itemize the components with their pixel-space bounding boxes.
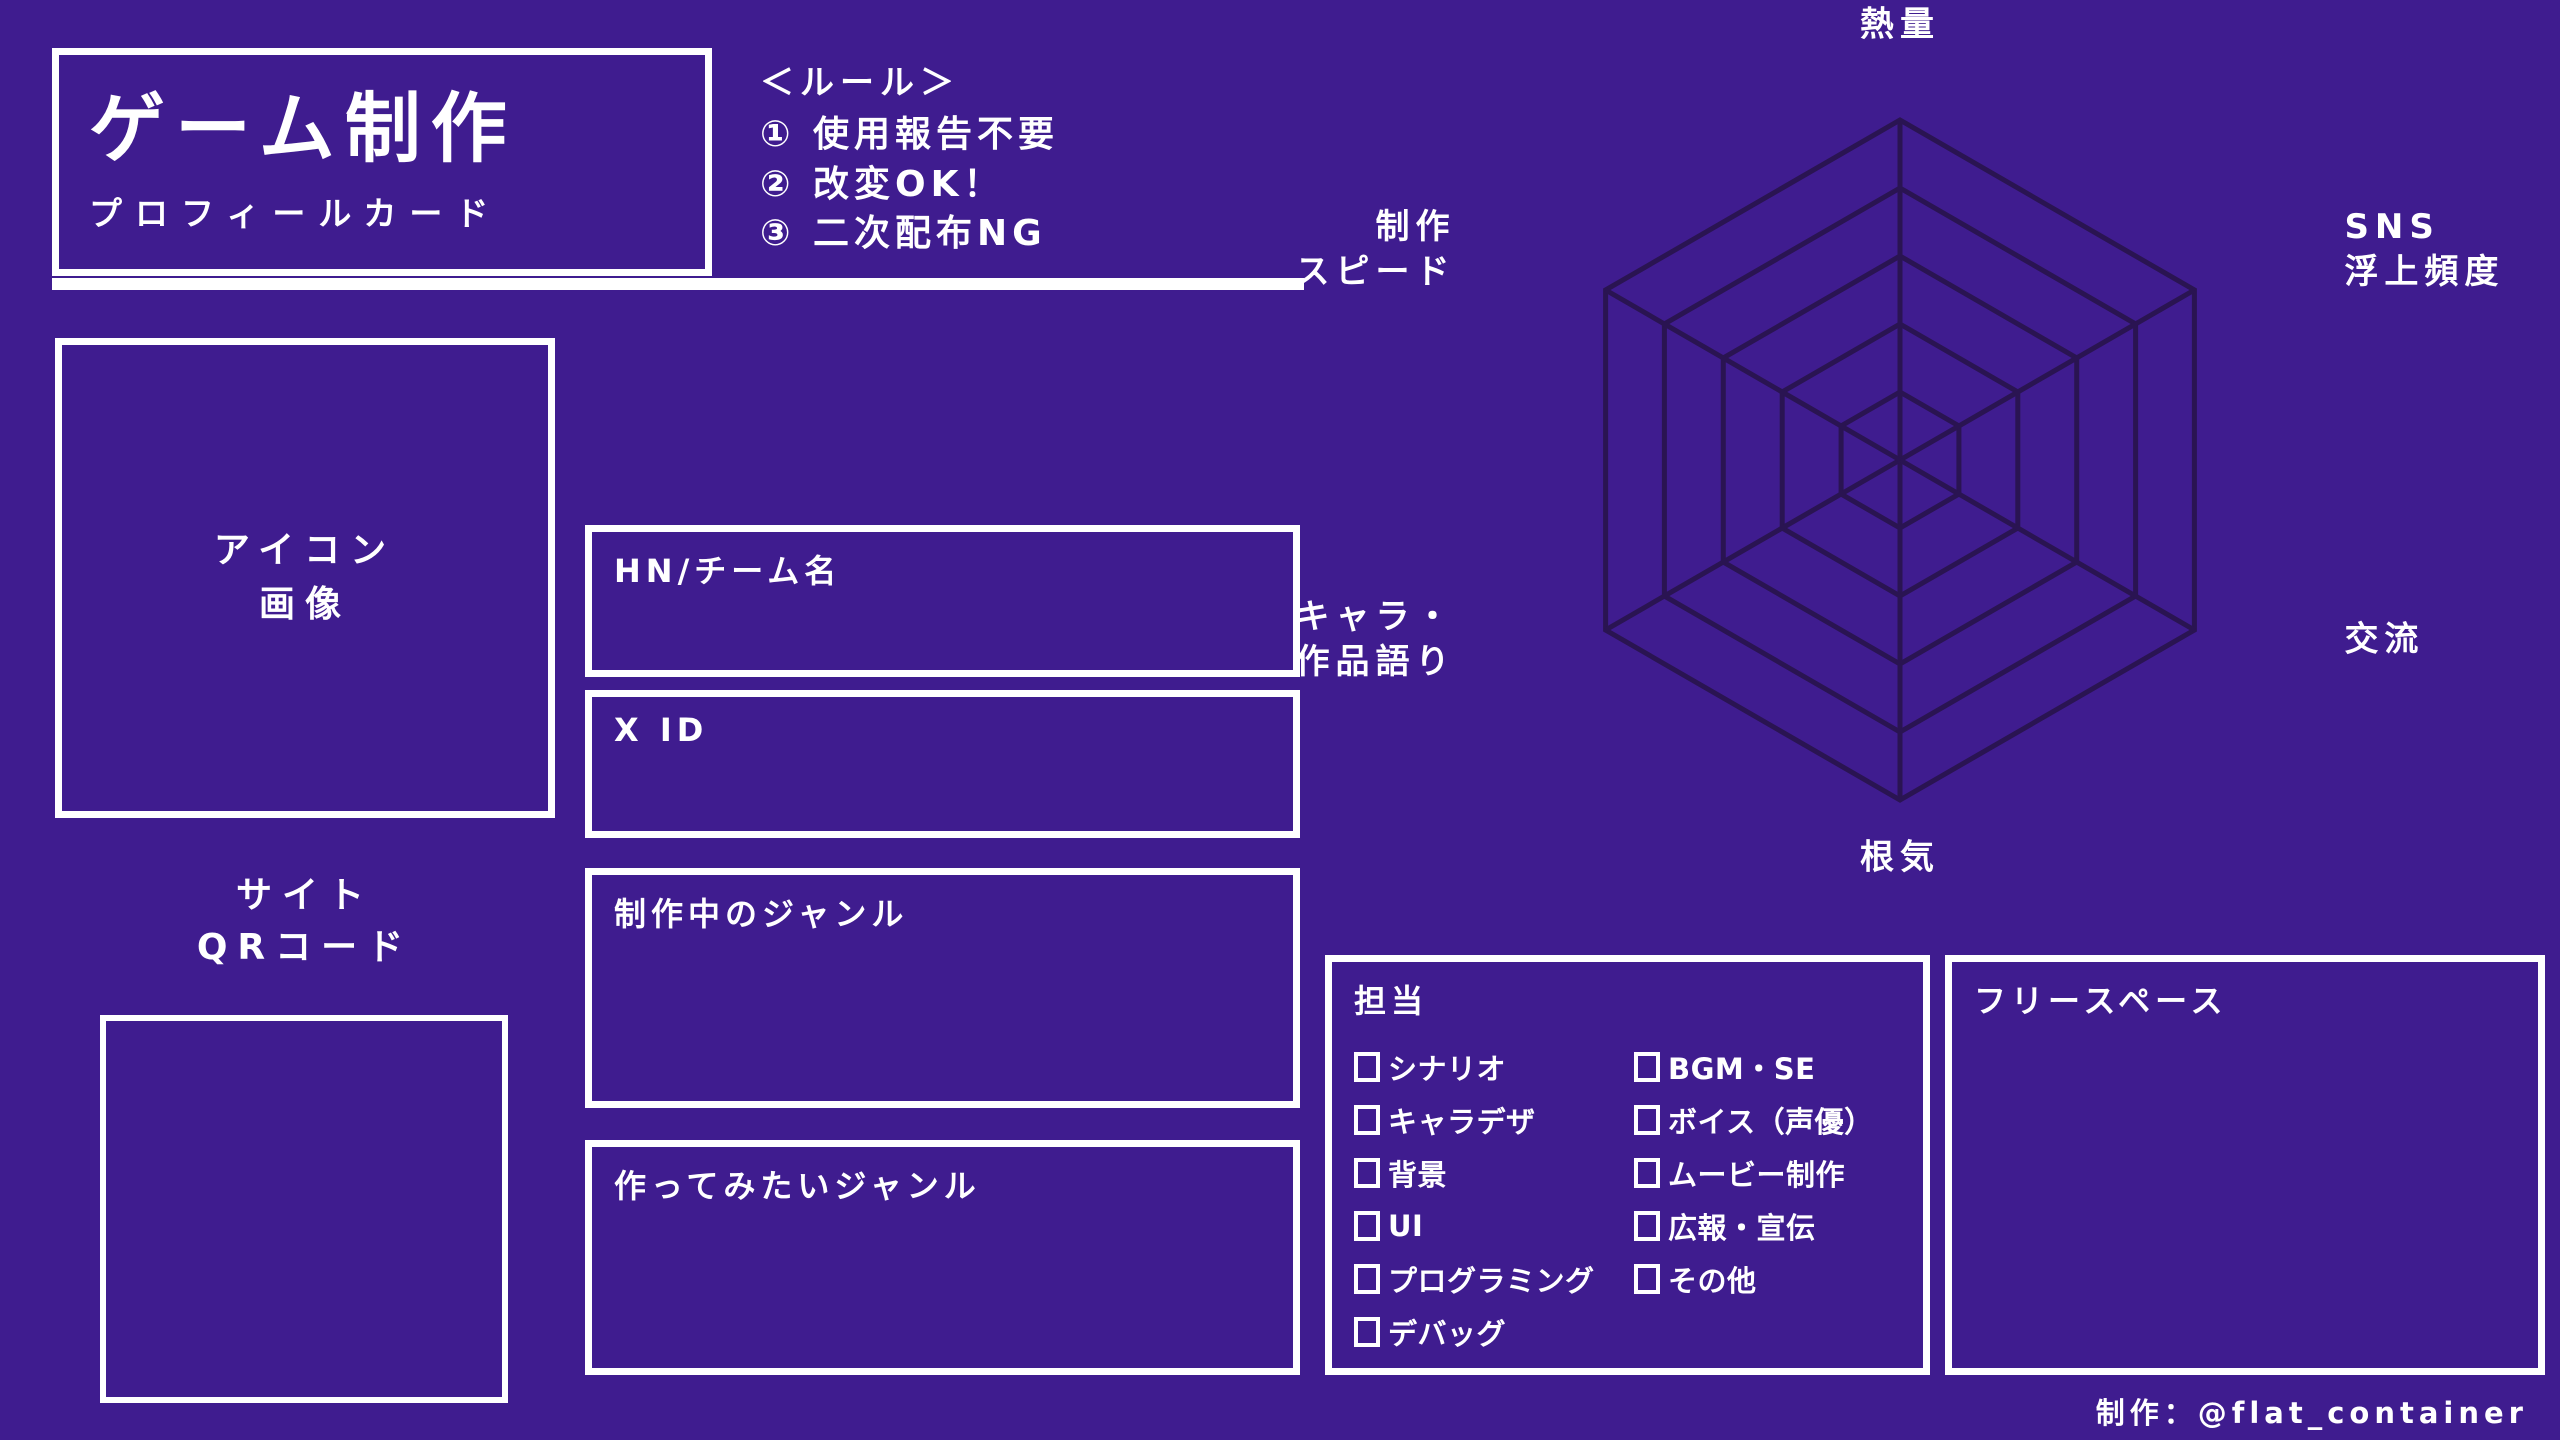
role-option-label: 背景 [1388, 1157, 1448, 1192]
rules-block: ＜ルール＞ ① 使用報告不要 ② 改変OK！ ③ 二次配布NG [760, 55, 1300, 259]
role-option[interactable]: デバッグ [1354, 1305, 1634, 1358]
checkbox-icon[interactable] [1634, 1104, 1660, 1135]
rules-heading: ＜ルール＞ [760, 63, 960, 103]
role-option[interactable]: 広報・宣伝 [1634, 1199, 1914, 1252]
icon-image-label: アイコン 画像 [62, 524, 548, 632]
role-option[interactable]: プログラミング [1354, 1252, 1634, 1305]
radar-axis-label-konki: 根気 [1860, 837, 1940, 878]
rule-item-1: ① 使用報告不要 [760, 114, 1060, 155]
role-option-label: ボイス（声優） [1668, 1104, 1874, 1139]
checkbox-icon[interactable] [1354, 1316, 1380, 1347]
role-option[interactable]: シナリオ [1354, 1040, 1634, 1093]
role-checkbox-grid: シナリオキャラデザ背景 UI プログラミングデバッグ BGM・SE ボイス（声優） ムー… [1354, 1040, 1914, 1358]
role-option[interactable]: UI [1354, 1199, 1634, 1252]
role-option-label: 広報・宣伝 [1668, 1210, 1816, 1245]
role-option-label: UI [1388, 1208, 1424, 1243]
role-option-label: ムービー制作 [1668, 1157, 1846, 1192]
page-title: ゲーム制作 [89, 84, 517, 174]
qr-code-label: サイト QRコード [55, 870, 555, 974]
role-option[interactable]: その他 [1634, 1252, 1914, 1305]
role-option-label: その他 [1668, 1263, 1757, 1298]
checkbox-icon[interactable] [1634, 1157, 1660, 1188]
qr-code-label-line2: QRコード [196, 927, 414, 969]
checkbox-icon[interactable] [1634, 1210, 1660, 1241]
icon-image-label-line2: 画像 [258, 584, 351, 625]
free-space-label: フリースペース [1974, 982, 2228, 1020]
role-column-right: BGM・SE ボイス（声優） ムービー制作広報・宣伝その他 [1634, 1040, 1914, 1358]
role-column-left: シナリオキャラデザ背景 UI プログラミングデバッグ [1354, 1040, 1634, 1358]
role-option-label: シナリオ [1388, 1051, 1507, 1086]
handle-name-field[interactable]: HN/チーム名 [585, 525, 1300, 677]
header-divider [52, 278, 1304, 290]
checkbox-icon[interactable] [1634, 1051, 1660, 1082]
wanted-genre-field[interactable]: 作ってみたいジャンル [585, 1140, 1300, 1375]
free-space-field[interactable]: フリースペース [1945, 955, 2545, 1375]
rule-item-2: ② 改変OK！ [760, 163, 1005, 205]
role-option-label: キャラデザ [1388, 1104, 1536, 1139]
checkbox-icon[interactable] [1354, 1263, 1380, 1294]
radar-spoke [1604, 457, 1902, 633]
radar-spoke [1604, 287, 1902, 463]
role-option[interactable]: ボイス（声優） [1634, 1093, 1914, 1146]
icon-image-dropzone[interactable]: アイコン 画像 [55, 338, 555, 818]
qr-code-label-line1: サイト [235, 875, 374, 916]
radar-axis-label-chara: キャラ・作品語り [1295, 597, 1456, 682]
role-section: 担当 シナリオキャラデザ背景 UI プログラミングデバッグ BGM・SE ボイス（声優… [1325, 955, 1930, 1375]
current-genre-field[interactable]: 制作中のジャンル [585, 868, 1300, 1108]
checkbox-icon[interactable] [1354, 1051, 1380, 1082]
role-option[interactable]: BGM・SE [1634, 1040, 1914, 1093]
radar-axis-label-speed: 制作スピード [1295, 207, 1456, 292]
radar-spoke [1898, 287, 2196, 463]
role-option-label: BGM・SE [1668, 1051, 1816, 1086]
role-option-label: プログラミング [1388, 1263, 1595, 1298]
wanted-genre-label: 作ってみたいジャンル [614, 1167, 981, 1205]
role-heading: 担当 [1354, 982, 1429, 1020]
checkbox-icon[interactable] [1354, 1104, 1380, 1135]
x-id-label: X ID [614, 711, 709, 749]
rule-item-3: ③ 二次配布NG [760, 213, 1047, 255]
radar-chart-svg [1603, 117, 2197, 803]
radar-axis-label-koryu: 交流 [2344, 619, 2425, 660]
page-subtitle: プロフィールカード [89, 193, 502, 233]
icon-image-label-line1: アイコン [213, 530, 397, 571]
current-genre-label: 制作中のジャンル [614, 895, 909, 933]
checkbox-icon[interactable] [1634, 1263, 1660, 1294]
radar-gridlines [1603, 117, 2197, 803]
title-card: ゲーム制作 プロフィールカード [52, 48, 712, 276]
checkbox-icon[interactable] [1354, 1210, 1380, 1241]
radar-axis-label-netsuryo: 熱量 [1860, 4, 1940, 45]
checkbox-icon[interactable] [1354, 1157, 1380, 1188]
role-option[interactable]: キャラデザ [1354, 1093, 1634, 1146]
radar-spoke [1898, 457, 2196, 633]
handle-name-label: HN/チーム名 [614, 552, 842, 590]
role-option[interactable]: ムービー制作 [1634, 1146, 1914, 1199]
credit-text: 制作：@flat_container [2095, 1396, 2528, 1430]
x-id-field[interactable]: X ID [585, 690, 1300, 838]
role-option-label: デバッグ [1388, 1316, 1507, 1351]
role-option[interactable]: 背景 [1354, 1146, 1634, 1199]
qr-code-dropzone[interactable] [100, 1015, 508, 1403]
